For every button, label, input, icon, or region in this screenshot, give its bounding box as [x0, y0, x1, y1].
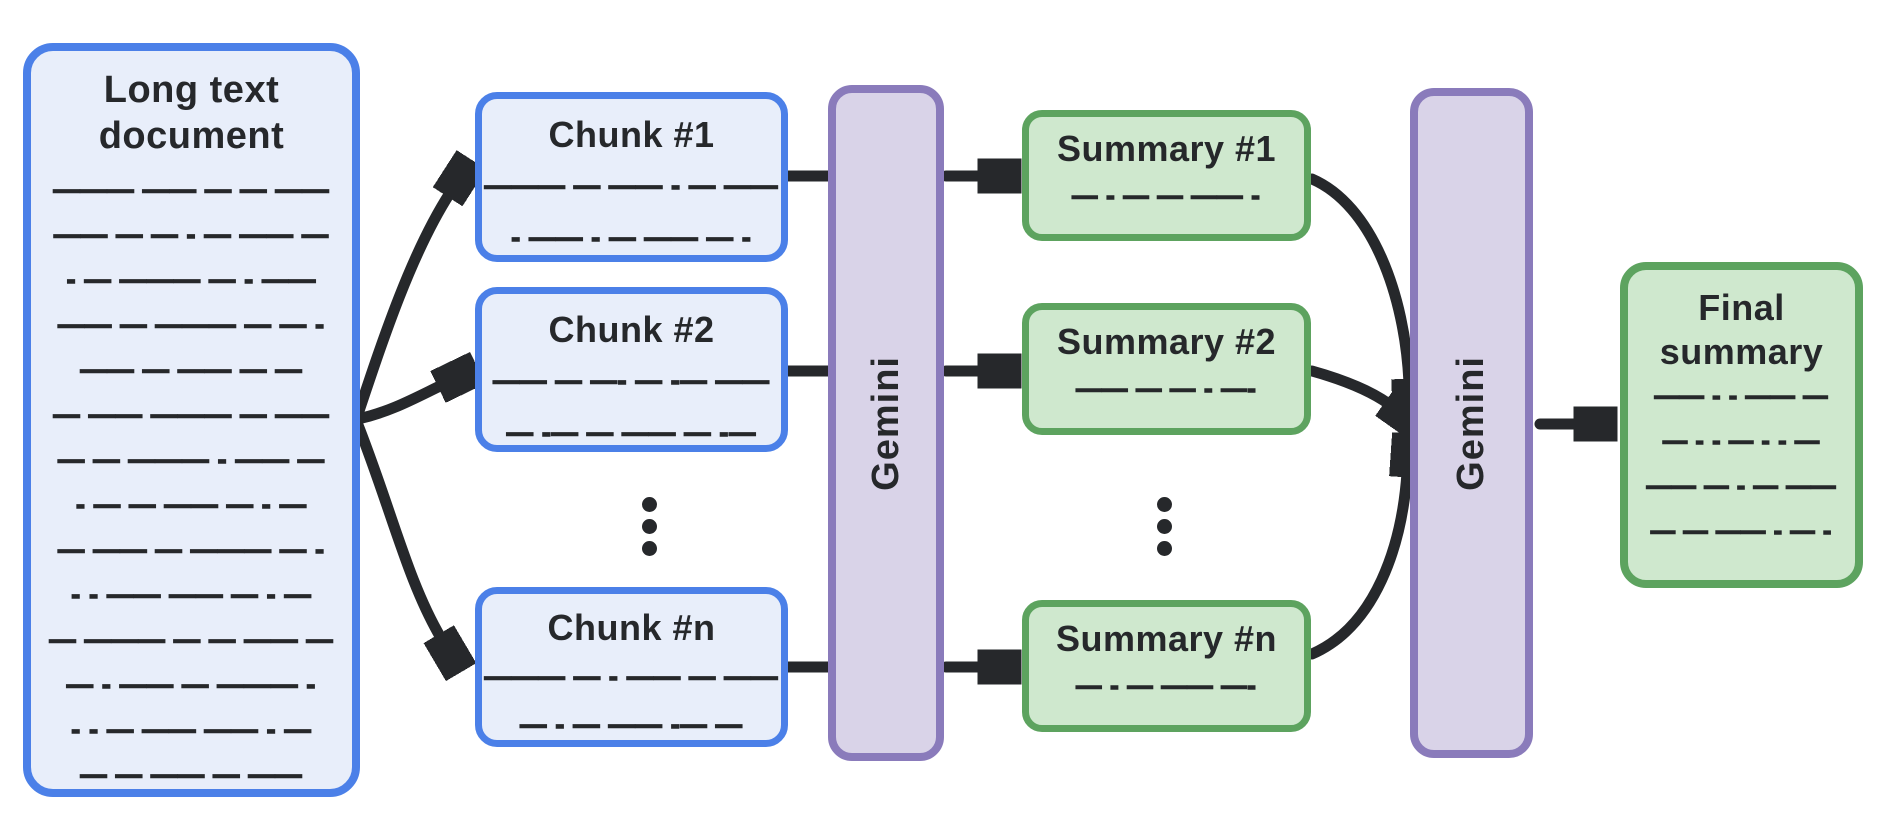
text-line: — - — —— -— — — [519, 708, 743, 740]
text-line: —— — - — —— — [1646, 472, 1837, 501]
text-line: — — ——— - —— — — [57, 443, 325, 475]
text-line: - —— - — —— — - — [511, 221, 752, 253]
final-summary-title: Final summary — [1659, 287, 1824, 372]
dot — [1157, 519, 1172, 534]
final-summary-text-lines: —— - - —— — — - - — - - — —— — - — —— — … — [1628, 374, 1855, 554]
vertical-ellipsis-chunks — [642, 497, 657, 556]
text-line: — - - — - - — — [1662, 427, 1820, 456]
summary-1-box: Summary #1 — - — — —— - — [1022, 110, 1311, 241]
dot — [1157, 497, 1172, 512]
text-line: —— — ——— — — - — [57, 308, 325, 340]
text-line: —— — —— — — — [80, 353, 303, 385]
summary-1-title: Summary #1 — [1056, 128, 1277, 169]
arrow-summary2-to-gemini — [1306, 365, 1389, 404]
text-line: - — ——— — - —— — [66, 263, 317, 295]
text-line: —— — — - — —— — — [53, 218, 329, 250]
summary-1-text-lines: — - — — —— - — [1029, 171, 1304, 221]
chunk-n-title: Chunk #n — [547, 607, 716, 648]
text-line: — - — —— —- — [1075, 671, 1257, 701]
text-line: — - — — —— - — [1071, 181, 1261, 211]
text-line: — —— — ——— — - — [57, 533, 325, 565]
arrow-document-to-chunkN — [352, 419, 441, 638]
text-line: — — —— — —— — [80, 758, 303, 790]
text-line: —— — — - —- — [1075, 374, 1257, 404]
summary-2-box: Summary #2 —— — — - —- — [1022, 303, 1311, 435]
summary-2-title: Summary #2 — [1056, 321, 1277, 362]
summary-n-text-lines: — - — —— —- — [1029, 661, 1304, 711]
gemini-reduce-bar: Gemini — [1410, 88, 1533, 758]
document-text-lines: ——— —— — — —— —— — — - — —— — - — ——— — … — [31, 159, 352, 797]
text-line: — -— — —— — -— — [506, 416, 757, 448]
chunk-2-text-lines: —— — —- — -— —— — -— — —— — -— — [482, 354, 781, 458]
text-line: - - — —— —— - — — [71, 713, 312, 745]
chunk-2-title: Chunk #2 — [548, 309, 715, 350]
dot — [642, 497, 657, 512]
gemini-reduce-label: Gemini — [1450, 355, 1492, 491]
arrow-document-to-chunk1 — [352, 193, 450, 420]
arrow-summaryN-to-gemini — [1306, 473, 1407, 660]
chunk-1-title: Chunk #1 — [548, 114, 715, 155]
chunk-1-text-lines: ——— — —— - — —— - —— - — —— — - — [482, 159, 781, 263]
dot — [1157, 541, 1172, 556]
document-title: Long text document — [98, 69, 285, 157]
summary-2-text-lines: —— — — - —- — [1029, 364, 1304, 414]
final-summary-box: Final summary —— - - —— — — - - — - - — … — [1620, 262, 1863, 588]
chunk-2-box: Chunk #2 —— — —- — -— —— — -— — —— — -— — [475, 287, 788, 452]
summary-n-title: Summary #n — [1055, 618, 1278, 659]
text-line: — - —— — ——— - — [66, 668, 317, 700]
text-line: — —— ——— — —— — [53, 398, 330, 430]
chunk-1-box: Chunk #1 ——— — —— - — —— - —— - — —— — - — [475, 92, 788, 262]
dot — [642, 541, 657, 556]
text-line: —— — —- — -— —— — [492, 364, 770, 396]
summary-n-box: Summary #n — - — —— —- — [1022, 600, 1311, 732]
arrow-summary1-to-gemini — [1306, 173, 1409, 383]
text-line: ——— —— — — —— — [53, 173, 330, 205]
text-line: - — — —— — - — — [75, 488, 307, 520]
vertical-ellipsis-summaries — [1157, 497, 1172, 556]
text-line: — ——— — — —— — — [49, 623, 334, 655]
text-line: ——— — - —— — —— — [484, 660, 779, 692]
dot — [642, 519, 657, 534]
gemini-map-bar: Gemini — [828, 85, 944, 761]
text-line: — — —— - — - — [1650, 517, 1833, 546]
text-line: - - —— —— — - — — [71, 578, 312, 610]
text-line: —— - - —— — — [1654, 382, 1829, 411]
long-text-document-box: Long text document ——— —— — — —— —— — — … — [23, 43, 360, 797]
arrow-document-to-chunk2 — [352, 385, 442, 425]
text-line: ——— — —— - — —— — [484, 169, 779, 201]
gemini-map-label: Gemini — [864, 355, 907, 491]
chunk-n-box: Chunk #n ——— — - —— — —— — - — —— -— — — [475, 587, 788, 747]
chunk-n-text-lines: ——— — - —— — —— — - — —— -— — — [482, 652, 781, 748]
